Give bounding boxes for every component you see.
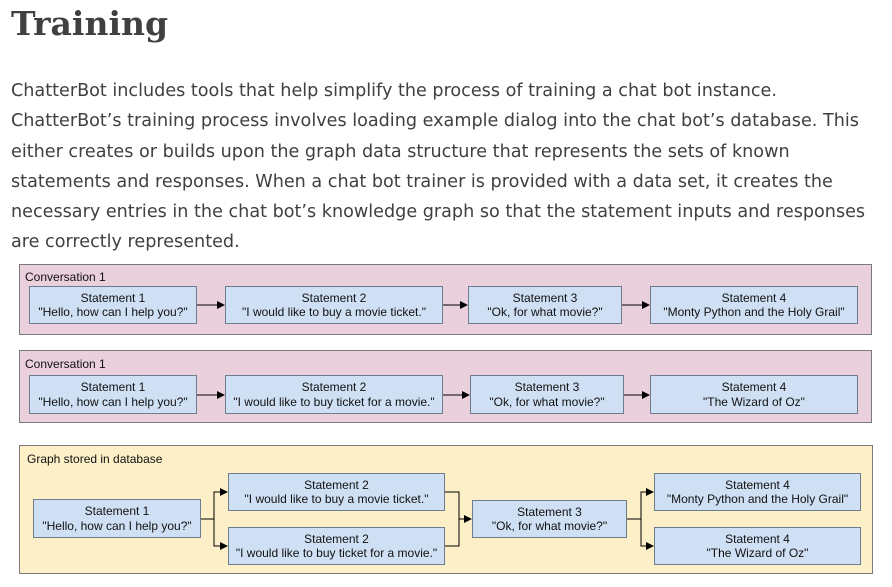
- graph-statement-1: Statement 1 "Hello, how can I help you?": [33, 499, 201, 538]
- conv1-statement-4: Statement 4 "Monty Python and the Holy G…: [650, 286, 858, 324]
- conv1-statement-4-text: "Monty Python and the Holy Grail": [663, 305, 845, 319]
- conv2-statement-1-label: Statement 1: [80, 380, 146, 394]
- graph-statement-2b-label: Statement 2: [304, 531, 369, 546]
- conv2-statement-4-text: "The Wizard of Oz": [703, 394, 805, 409]
- conv1-statement-2-label: Statement 2: [301, 290, 367, 305]
- graph-arrow-1-2a: [201, 488, 228, 520]
- conv2-statement-1-text: "Hello, how can I help you?": [38, 394, 188, 409]
- graph-statement-2a-text: "I would like to buy a movie ticket.": [244, 492, 429, 506]
- conv1-statement-1-label: Statement 1: [80, 290, 146, 305]
- conv1-statement-3-text: "Ok, for what movie?": [487, 305, 603, 319]
- graph-statement-3-text: "Ok, for what movie?": [491, 519, 608, 533]
- conv2-statement-2: Statement 2 "I would like to buy ticket …: [225, 375, 443, 414]
- intro-paragraph: ChatterBot includes tools that help simp…: [11, 81, 866, 253]
- graph-statement-2b: Statement 2 "I would like to buy ticket …: [228, 527, 445, 565]
- conv1-statement-3: Statement 3 "Ok, for what movie?": [468, 286, 622, 324]
- graph-arrow-2b-3: [445, 519, 460, 547]
- conv1-statement-2: Statement 2 "I would like to buy a movie…: [225, 286, 443, 324]
- conv1-statement-3-label: Statement 3: [512, 290, 578, 305]
- conv1-statement-4-label: Statement 4: [721, 290, 787, 305]
- conversation-panel-1-title: Conversation 1: [25, 270, 106, 284]
- conv2-statement-2-text: "I would like to buy ticket for a movie.…: [233, 394, 435, 409]
- graph-statement-3: Statement 3 "Ok, for what movie?": [472, 500, 627, 538]
- graph-statement-4b-text: "The Wizard of Oz": [706, 546, 809, 560]
- graph-statement-2a-label: Statement 2: [304, 477, 369, 492]
- conversation-panel-2-title: Conversation 1: [25, 357, 106, 371]
- conv2-statement-3-label: Statement 3: [514, 380, 580, 394]
- graph-statement-4a-label: Statement 4: [725, 477, 790, 492]
- graph-statement-3-label: Statement 3: [517, 504, 582, 519]
- conv2-statement-1: Statement 1 "Hello, how can I help you?": [29, 375, 197, 414]
- conv1-statement-2-text: "I would like to buy a movie ticket.": [242, 305, 426, 319]
- conv2-statement-4-label: Statement 4: [721, 380, 787, 394]
- conv2-statement-3-text: "Ok, for what movie?": [489, 394, 605, 409]
- graph-panel-title: Graph stored in database: [27, 452, 163, 466]
- page-title: Training: [11, 4, 169, 43]
- conv2-statement-3: Statement 3 "Ok, for what movie?": [470, 375, 624, 414]
- graph-statement-4b: Statement 4 "The Wizard of Oz": [654, 527, 861, 565]
- graph-statement-1-text: "Hello, how can I help you?": [42, 518, 192, 533]
- conv2-statement-4: Statement 4 "The Wizard of Oz": [650, 375, 858, 414]
- graph-statement-1-label: Statement 1: [84, 504, 150, 518]
- graph-statement-4b-label: Statement 4: [725, 531, 790, 546]
- graph-statement-2a: Statement 2 "I would like to buy a movie…: [228, 473, 445, 511]
- graph-arrow-3-4b: [640, 519, 654, 550]
- graph-statement-4a: Statement 4 "Monty Python and the Holy G…: [654, 473, 861, 511]
- conv1-statement-1-text: "Hello, how can I help you?": [38, 305, 188, 319]
- graph-arrow-3-4a: [627, 488, 654, 520]
- graph-arrow-1-2b: [213, 519, 228, 550]
- graph-statement-2b-text: "I would like to buy ticket for a movie.…: [235, 546, 438, 560]
- graph-arrow-2a-3: [445, 491, 472, 523]
- conv1-statement-1: Statement 1 "Hello, how can I help you?": [29, 286, 197, 324]
- graph-statement-4a-text: "Monty Python and the Holy Grail": [666, 492, 849, 506]
- conv2-statement-2-label: Statement 2: [301, 380, 367, 394]
